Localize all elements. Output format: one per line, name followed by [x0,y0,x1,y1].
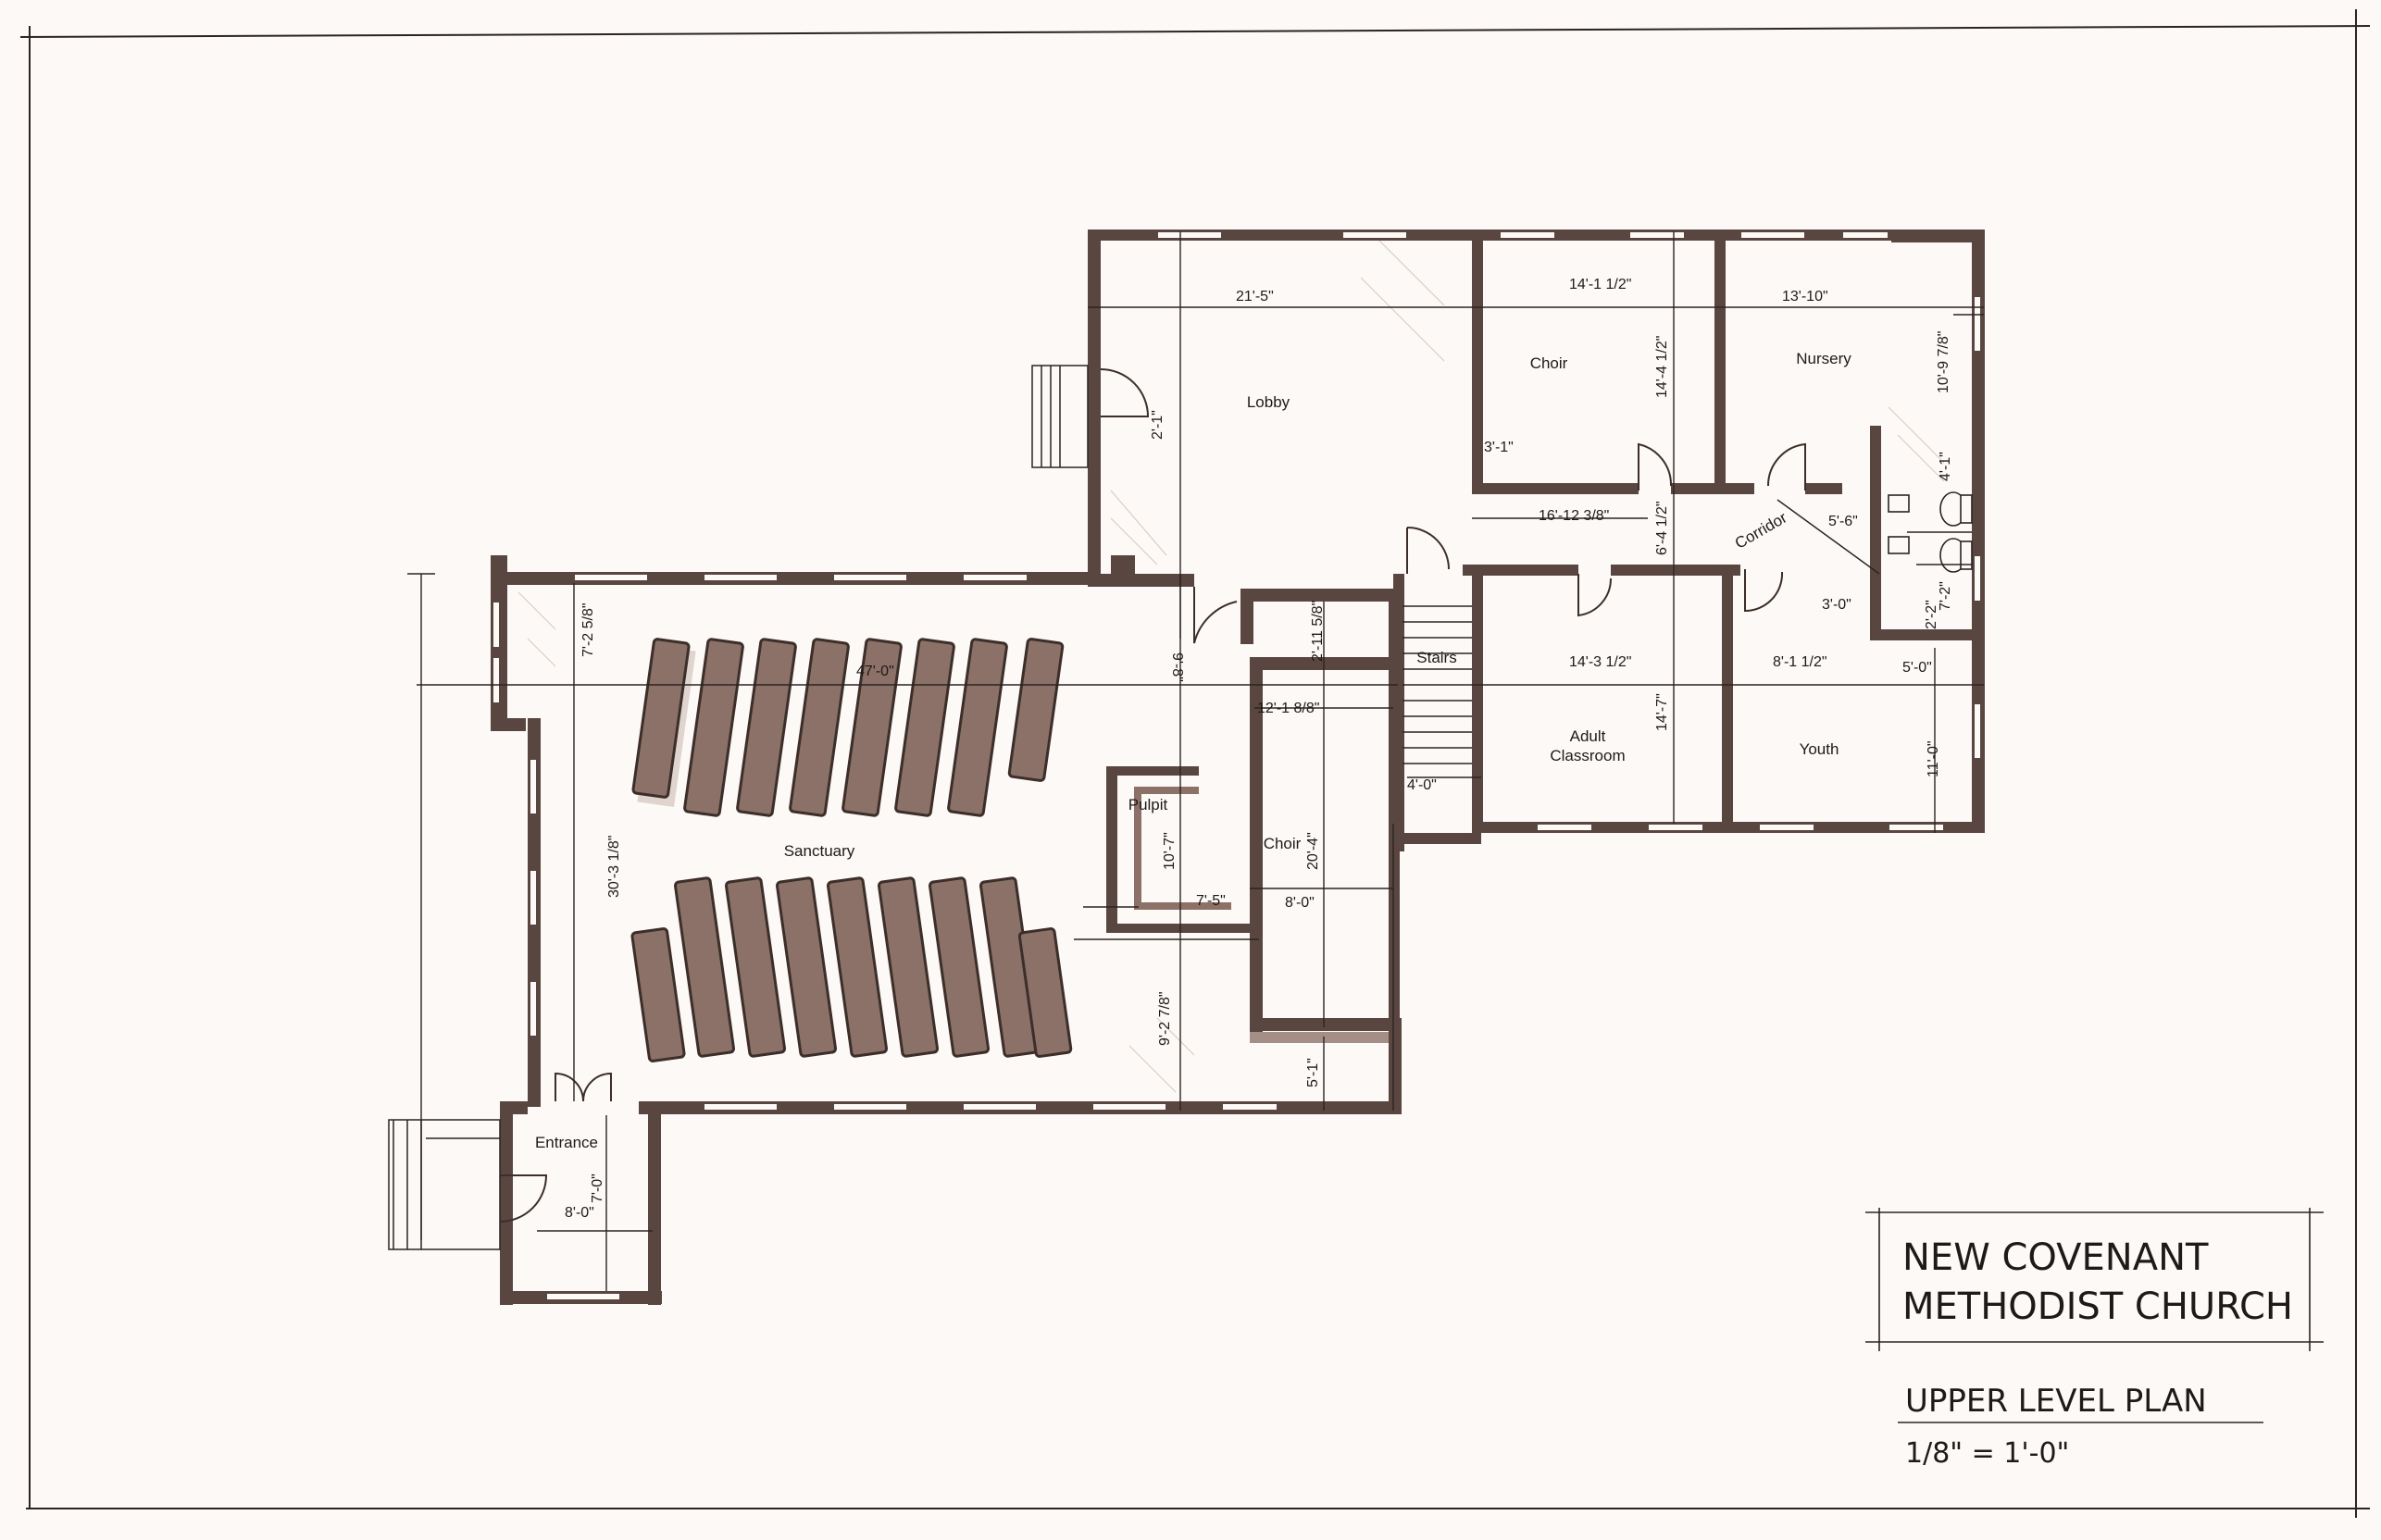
room-label-lobby: Lobby [1247,393,1290,411]
room-label-adult-2: Classroom [1550,747,1625,764]
pew [673,876,736,1058]
pew [724,876,787,1058]
room-label-nursery: Nursery [1796,350,1851,367]
dim-sanct-top: 7'-2 5/8" [580,602,596,657]
pew [928,876,991,1058]
room-label-pulpit: Pulpit [1128,796,1168,813]
dim-choir-bottom: 5'-1" [1305,1058,1321,1087]
dim-sanct-center: 9'-8" [1169,652,1185,682]
pew [1017,927,1073,1058]
pew [775,876,838,1058]
dim-nursery-width: 13'-10" [1782,289,1828,304]
room-label-choir-lower: Choir [1264,835,1302,852]
dim-youth-width2: 5'-0" [1902,660,1932,676]
dim-restroom-w: 5'-6" [1828,514,1858,529]
church-name-line1: NEW COVENANT [1902,1236,2209,1279]
dim-entrance-d: 7'-0" [590,1174,605,1203]
pew [826,876,889,1058]
room-label-stairs: Stairs [1416,649,1456,666]
room-label-choir-upper: Choir [1530,354,1568,372]
dim-entrance-w: 8'-0" [565,1205,594,1221]
church-name-line2: METHODIST CHURCH [1902,1285,2293,1328]
dim-corridor-len: 16'-12 3/8" [1539,508,1609,524]
pew [877,876,940,1058]
dim-stair-landing: 4'-0" [1407,777,1437,793]
dim-closet: 3'-1" [1484,440,1514,455]
room-label-adult-1: Adult [1570,727,1606,745]
room-label-entrance: Entrance [535,1134,598,1151]
title-block: NEW COVENANT METHODIST CHURCH UPPER LEVE… [1865,1208,2324,1470]
windows [492,230,1982,1301]
dim-youth-width: 8'-1 1/2" [1773,654,1827,670]
dim-choir-depth-lower: 20'-4" [1305,832,1321,870]
pew [894,638,955,817]
dim-adult-depth: 14'-7" [1654,693,1670,731]
dimension-labels: 21'-5" 14'-1 1/2" 13'-10" 14'-4 1/2" 10'… [565,277,1953,1221]
sheet-border [19,9,2371,1518]
dim-choir-depth: 14'-4 1/2" [1654,336,1670,398]
room-label-youth: Youth [1800,740,1839,758]
room-label-sanctuary: Sanctuary [784,842,855,860]
dim-choir-small: 2'-11 5/8" [1310,601,1326,662]
pew [736,638,797,817]
dim-sanct-width: 47'-0" [856,664,894,679]
dim-choir-width-lower: 8'-0" [1285,895,1315,911]
dim-nursery-depth: 10'-9 7/8" [1936,331,1951,393]
pew [789,638,850,817]
dim-youth-depth: 11'-0" [1926,740,1941,777]
dim-corridor-w: 6'-4 1/2" [1654,501,1670,555]
dim-sanct-lower: 9'-2 7/8" [1157,991,1173,1046]
plan-scale: 1/8" = 1'-0" [1905,1437,2069,1470]
dim-choir-width: 14'-1 1/2" [1569,277,1631,292]
pew [683,638,744,817]
dim-restroom-depth: 4'-1" [1938,452,1953,481]
pew [630,927,686,1062]
dim-sanct-depth: 30'-3 1/8" [606,836,622,898]
dim-restroom-diag: 3'-0" [1822,597,1851,613]
dimension-lines [407,231,1984,1291]
pew [631,638,691,799]
room-label-corridor: Corridor [1732,508,1790,552]
dim-pulpit-w: 7'-5" [1196,893,1226,909]
pew [841,638,903,817]
dim-restroom-depth2: 7'-2" [1938,581,1953,611]
floor-hatching [517,230,1945,1093]
plan-name: UPPER LEVEL PLAN [1905,1383,2207,1420]
pew [947,638,1008,817]
dim-lobby-width: 21'-5" [1236,289,1274,304]
dim-choir-len: 12'-1 8/8" [1257,701,1319,716]
pews [630,638,1073,1062]
dim-restroom-small: 2'-2" [1924,600,1939,629]
dim-adult-width: 14'-3 1/2" [1569,654,1631,670]
dim-pulpit-depth: 10'-7" [1162,832,1178,870]
pew [1007,638,1065,782]
dim-lobby-door: 2'-1" [1150,410,1166,440]
